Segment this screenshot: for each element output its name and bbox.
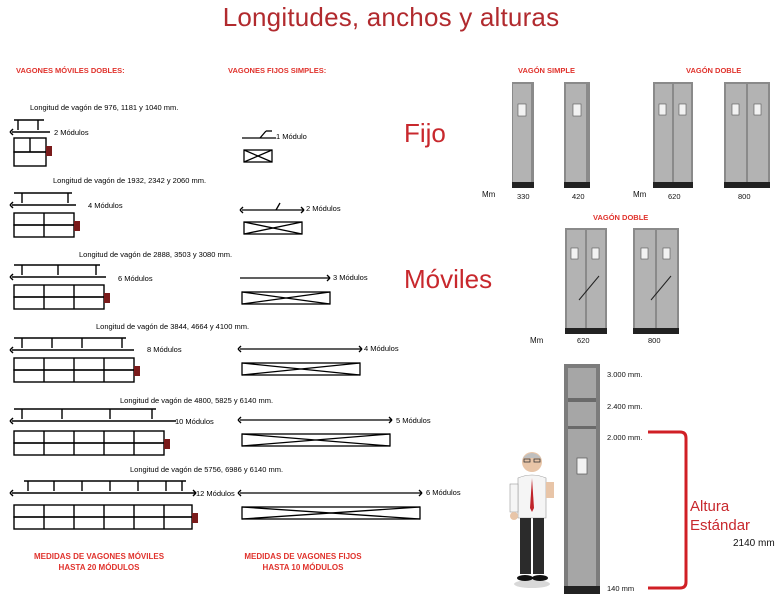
row-caption-6: Longitud de vagón de 5756, 6986 y 6140 m… [130, 465, 284, 474]
page-title: Longitudes, anchos y alturas [222, 2, 560, 32]
footer-moviles: MEDIDAS DE VAGONES MÓVILES HASTA 20 MÓDU… [24, 551, 174, 573]
fixed-diagram-6 [237, 489, 423, 520]
mobile-label-4: 8 Módulos [147, 345, 182, 354]
mobile-diagram-4 [9, 337, 140, 383]
row-caption-4: Longitud de vagón de 3844, 4664 y 4100 m… [96, 322, 250, 331]
mobile-label-2: 4 Módulos [88, 201, 123, 210]
altura-value: 2140 mm [733, 538, 775, 549]
height-2400: 2.400 mm. [607, 402, 643, 411]
fixed-diagram-1 [242, 130, 276, 163]
fixed-label-2: 2 Módulos [306, 204, 341, 213]
fixed-label-5: 5 Módulos [396, 416, 431, 425]
mobile-label-1: 2 Módulos [54, 128, 89, 137]
width-doble2-800: 800 [648, 336, 661, 345]
width-800: 800 [738, 192, 751, 201]
cabinet-doble2-620 [565, 228, 607, 334]
fixed-label-1: 1 Módulo [276, 132, 307, 141]
header-vagon-doble-2: VAGÓN DOBLE [593, 213, 649, 222]
width-unit-label-2: Mm [633, 190, 647, 199]
footer-fijos-line2: HASTA 10 MÓDULOS [262, 563, 344, 572]
header-vagon-simple: VAGÓN SIMPLE [518, 66, 575, 75]
altura-estandar: Altura Estándar [690, 497, 750, 535]
label-moviles: Móviles [404, 264, 493, 294]
footer-moviles-line1: MEDIDAS DE VAGONES MÓVILES [33, 552, 165, 561]
footer-fijos: MEDIDAS DE VAGONES FIJOS HASTA 10 MÓDULO… [228, 551, 378, 573]
row-caption-3: Longitud de vagón de 2888, 3503 y 3080 m… [79, 250, 233, 259]
mobile-diagram-5 [9, 408, 176, 456]
cabinet-doble2-800 [633, 228, 679, 334]
cabinet-simple-420 [564, 82, 590, 188]
cabinet-simple-330 [512, 82, 534, 188]
mobile-diagram-1 [9, 119, 52, 167]
header-fijos: VAGONES FIJOS SIMPLES: [228, 66, 327, 75]
height-2000: 2.000 mm. [607, 433, 643, 442]
header-vagon-doble: VAGÓN DOBLE [686, 66, 742, 75]
cabinet-doble-620 [653, 82, 693, 188]
label-fijo: Fijo [404, 118, 446, 148]
footer-moviles-line2: HASTA 20 MÓDULOS [58, 563, 140, 572]
row-caption-1: Longitud de vagón de 976, 1181 y 1040 mm… [30, 103, 179, 112]
fixed-diagram-5 [237, 416, 393, 447]
presenter-figure [509, 452, 554, 588]
mobile-label-6: 12 Módulos [196, 489, 235, 498]
mobile-diagram-6 [9, 480, 198, 530]
fixed-label-3: 3 Módulos [333, 273, 368, 282]
footer-fijos-line1: MEDIDAS DE VAGONES FIJOS [244, 552, 362, 561]
width-330: 330 [517, 192, 530, 201]
mobile-label-3: 6 Módulos [118, 274, 153, 283]
mobile-diagram-3 [9, 264, 110, 310]
altura-line2: Estándar [690, 517, 751, 534]
cabinet-doble-800 [724, 82, 770, 188]
width-unit-label-3: Mm [530, 336, 544, 345]
fixed-diagram-4 [237, 345, 363, 376]
header-moviles: VAGONES MÓVILES DOBLES: [16, 66, 125, 75]
fixed-diagram-2 [239, 202, 305, 235]
height-bracket [648, 430, 688, 590]
height-3000: 3.000 mm. [607, 370, 643, 379]
fixed-label-6: 6 Módulos [426, 488, 461, 497]
altura-line1: Altura [690, 498, 730, 515]
width-doble2-620: 620 [577, 336, 590, 345]
fixed-label-4: 4 Módulos [364, 344, 399, 353]
width-420: 420 [572, 192, 585, 201]
mobile-label-5: 10 Módulos [175, 417, 214, 426]
fixed-diagram-3 [240, 274, 331, 305]
tall-cabinet [564, 364, 600, 594]
width-unit-label: Mm [482, 190, 496, 199]
row-caption-2: Longitud de vagón de 1932, 2342 y 2060 m… [53, 176, 207, 185]
row-caption-5: Longitud de vagón de 4800, 5825 y 6140 m… [120, 396, 274, 405]
mobile-diagram-2 [9, 192, 80, 238]
width-620: 620 [668, 192, 681, 201]
height-140: 140 mm [607, 584, 635, 593]
